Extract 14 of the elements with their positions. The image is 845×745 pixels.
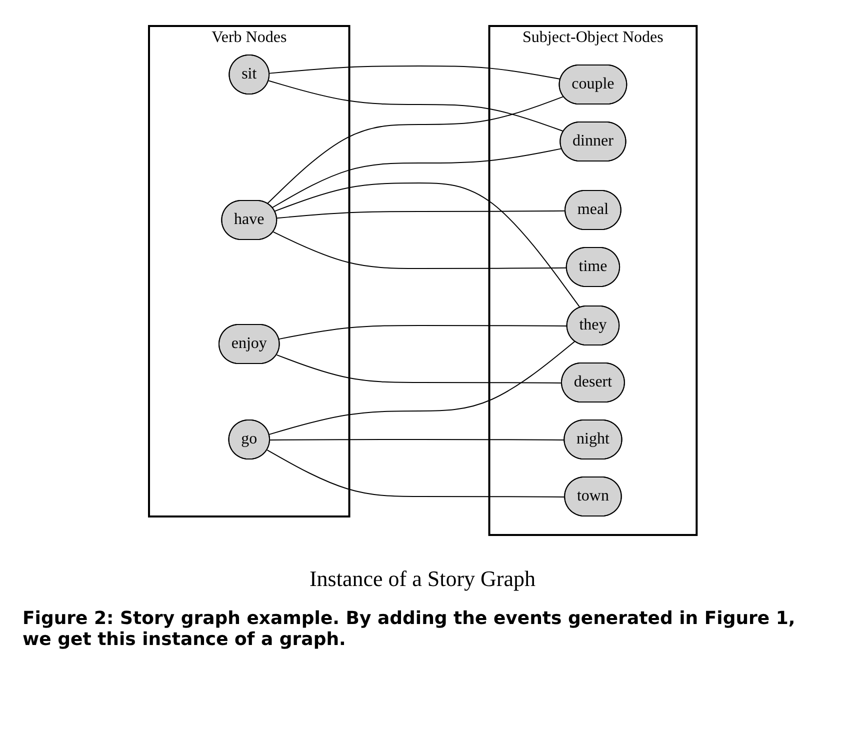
connector xyxy=(274,182,580,308)
connector xyxy=(266,96,564,204)
connector xyxy=(276,354,562,383)
connector xyxy=(271,148,562,208)
connector xyxy=(278,324,568,340)
diagram-title: Instance of a Story Graph xyxy=(309,566,536,592)
connector xyxy=(268,340,575,434)
connector xyxy=(268,80,564,132)
connector xyxy=(272,230,568,268)
figure-caption: Figure 2: Story graph example. By adding the events generated in Figure 1, we get this instance of a graph. xyxy=(22,608,796,650)
connector xyxy=(276,210,566,218)
connector xyxy=(268,65,561,80)
connector xyxy=(266,449,566,497)
connector xyxy=(269,438,565,440)
